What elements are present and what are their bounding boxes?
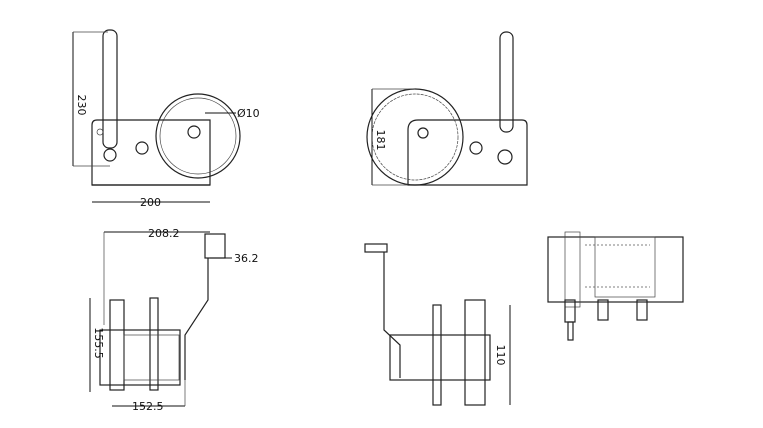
- top-view: [89, 231, 232, 407]
- front-view: [364, 243, 511, 406]
- dim-side-width: 200: [140, 196, 161, 209]
- side-view: [72, 29, 241, 203]
- gear-detail-view: [547, 231, 684, 341]
- dim-hole-diameter: Ø10: [237, 107, 260, 120]
- dim-drum-height: 110: [494, 345, 507, 366]
- rear-view: [366, 31, 528, 186]
- dim-side-height: 230: [75, 95, 88, 116]
- dim-top-width: 208.2: [148, 227, 180, 240]
- dim-bottom-width: 152.5: [132, 400, 164, 413]
- dim-handle-offset: 36.2: [234, 252, 259, 265]
- dim-rear-height: 181: [374, 130, 387, 151]
- dim-top-depth: 155.5: [92, 327, 105, 359]
